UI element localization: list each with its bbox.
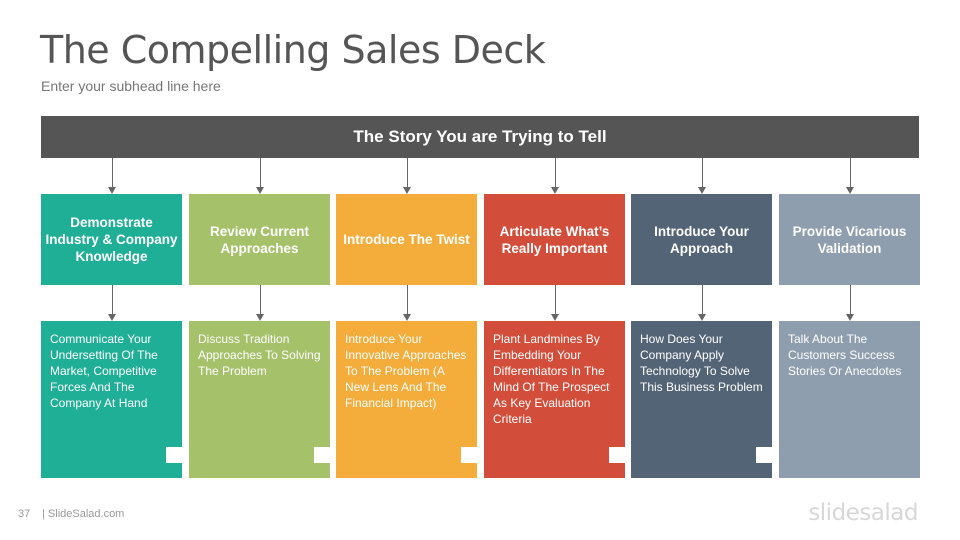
connector-line xyxy=(555,158,556,188)
arrow-down-icon xyxy=(108,314,116,321)
step-description: Talk About The Customers Success Stories… xyxy=(779,321,920,478)
step-description: Communicate Your Undersetting Of The Mar… xyxy=(41,321,182,478)
page-number: 37 xyxy=(18,508,31,520)
step-heading: Introduce Your Approach xyxy=(631,194,772,285)
arrow-down-icon xyxy=(846,187,854,194)
arrow-down-icon xyxy=(698,187,706,194)
arrow-down-icon xyxy=(256,314,264,321)
arrow-down-icon xyxy=(403,314,411,321)
connector-line xyxy=(850,285,851,315)
slidesalad-logo: slidesalad xyxy=(808,500,918,526)
step-heading: Provide Vicarious Validation xyxy=(779,194,920,285)
connector-line xyxy=(112,158,113,188)
step-description: Plant Landmines By Embedding Your Differ… xyxy=(484,321,625,478)
step-description: How Does Your Company Apply Technology T… xyxy=(631,321,772,478)
step-heading: Review Current Approaches xyxy=(189,194,330,285)
connector-line xyxy=(702,158,703,188)
connector-line xyxy=(850,158,851,188)
connector-line xyxy=(112,285,113,315)
connector-line xyxy=(260,158,261,188)
footer-link[interactable]: | SlideSalad.com xyxy=(42,508,125,520)
step-heading: Introduce The Twist xyxy=(336,194,477,285)
arrow-down-icon xyxy=(256,187,264,194)
step-heading: Demonstrate Industry & Company Knowledge xyxy=(41,194,182,285)
arrow-down-icon xyxy=(551,314,559,321)
step-heading: Articulate What’s Really Important xyxy=(484,194,625,285)
connector-line xyxy=(260,285,261,315)
arrow-down-icon xyxy=(403,187,411,194)
story-banner: The Story You are Trying to Tell xyxy=(41,116,919,158)
connector-line xyxy=(407,158,408,188)
connector-line xyxy=(555,285,556,315)
arrow-down-icon xyxy=(551,187,559,194)
arrow-down-icon xyxy=(698,314,706,321)
arrow-down-icon xyxy=(108,187,116,194)
arrow-down-icon xyxy=(846,314,854,321)
step-description: Introduce Your Innovative Approaches To … xyxy=(336,321,477,478)
slide-title: The Compelling Sales Deck xyxy=(40,28,546,72)
connector-line xyxy=(407,285,408,315)
slide-subhead: Enter your subhead line here xyxy=(41,78,221,94)
connector-line xyxy=(702,285,703,315)
step-description: Discuss Tradition Approaches To Solving … xyxy=(189,321,330,478)
